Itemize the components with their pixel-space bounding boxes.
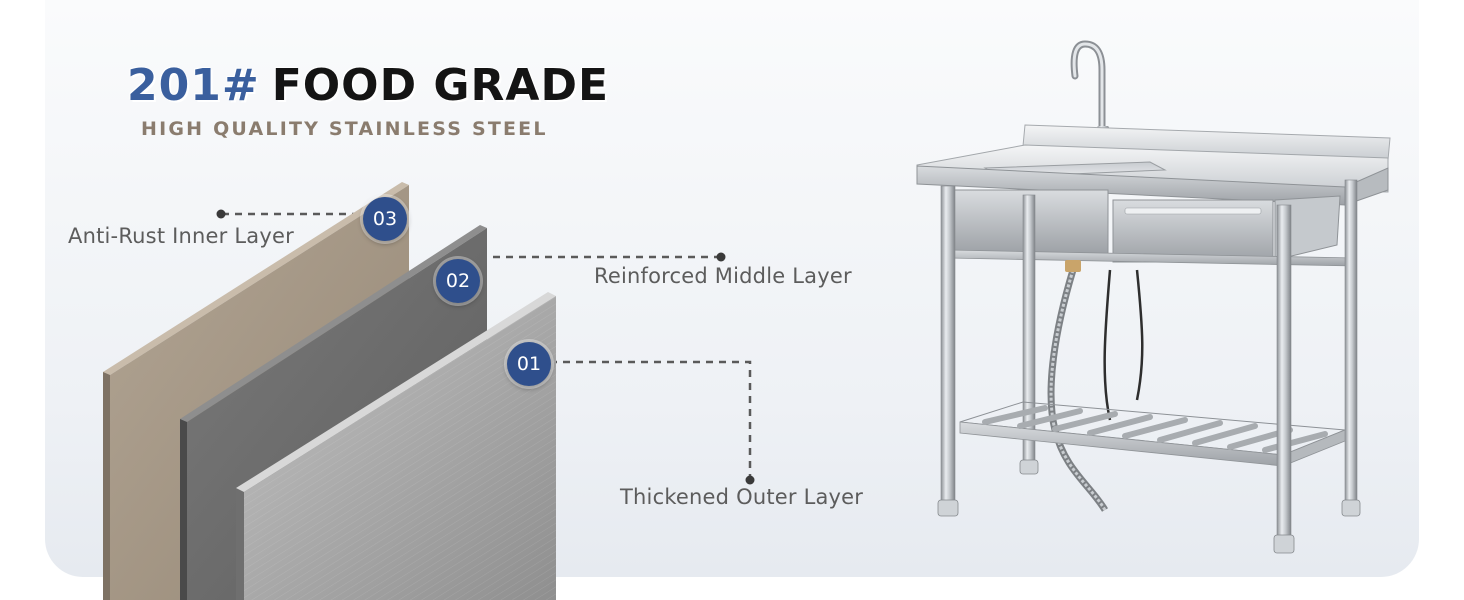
front-left-leg xyxy=(940,185,956,511)
label-outer-layer: Thickened Outer Layer xyxy=(620,485,864,509)
front-right-leg xyxy=(1276,204,1292,546)
lower-shelf xyxy=(959,401,1346,467)
layer-badge-02: 02 xyxy=(436,259,480,303)
page-subtitle: HIGH QUALITY STAINLESS STEEL xyxy=(141,118,548,140)
title-grade-number: 201# xyxy=(127,60,260,111)
label-middle-layer: Reinforced Middle Layer xyxy=(594,264,852,288)
title-main: FOOD GRADE xyxy=(271,60,610,111)
leader-dot-middle xyxy=(716,252,726,262)
stainless-sink-image xyxy=(916,40,1391,554)
layer-badge-01: 01 xyxy=(507,342,551,386)
leader-lines xyxy=(222,212,752,480)
outer-layer-sheet xyxy=(236,292,556,600)
page-title: 201#FOOD GRADE xyxy=(127,60,609,116)
label-inner-layer: Anti-Rust Inner Layer xyxy=(68,224,294,248)
layer-badge-03: 03 xyxy=(363,197,407,241)
leader-dot-outer xyxy=(745,475,755,485)
leader-dot-inner xyxy=(216,209,226,219)
